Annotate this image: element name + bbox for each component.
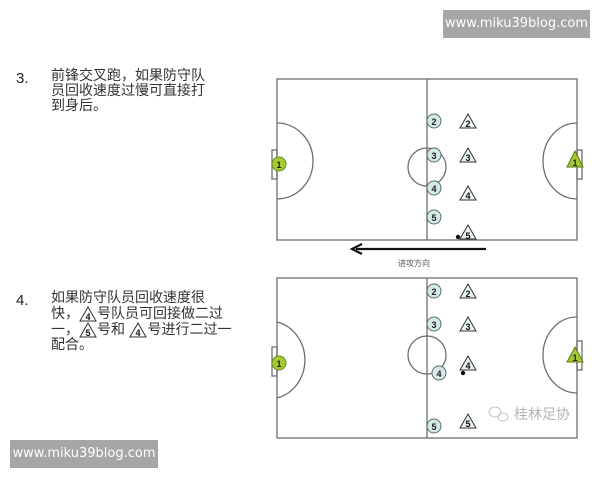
svg-text:3: 3 [431,151,436,161]
svg-text:2: 2 [431,287,436,297]
triangle-player-5: 5 [459,223,477,241]
attack-direction-arrow [349,243,486,255]
step-3-number: 3. [16,70,29,87]
ball [455,234,461,240]
circle-player-3: 3 [426,316,442,332]
attack-direction-label: 进攻方向 [398,259,430,268]
svg-text:1: 1 [276,359,281,369]
step-4-line-4: 配合。 [51,337,93,353]
site-watermark-bottom: www.miku39blog.com [10,440,158,468]
wechat-account-watermark: 桂林足协 [514,407,570,423]
circle-player-3: 3 [426,147,442,163]
svg-text:3: 3 [431,320,436,330]
svg-text:3: 3 [465,322,470,332]
svg-text:2: 2 [431,117,436,127]
svg-text:2: 2 [465,119,470,129]
svg-text:1: 1 [572,158,577,168]
goalkeeper-circle-player: 1 [271,156,287,172]
svg-text:4: 4 [136,328,141,338]
circle-player-5: 5 [426,209,442,225]
step-3-line-3: 到身后。 [51,98,107,114]
triangle-player-2: 2 [459,282,477,299]
ball [460,370,466,376]
step-4-line-1: 如果防守队员回收速度很 [51,290,205,306]
triangle-player-4-icon: 4 [129,321,148,338]
triangle-player-5: 5 [459,412,477,429]
svg-text:4: 4 [436,369,441,379]
goalkeeper-triangle-player: 1 [566,149,584,168]
site-watermark-top: www.miku39blog.com [443,10,590,38]
circle-player-4: 4 [431,365,447,381]
tactic-diagram-top: 1 1 2 3 4 5 2 3 4 5 [271,78,584,255]
svg-text:4: 4 [465,361,470,371]
triangle-player-5-icon: 5 [79,321,97,338]
triangle-player-4-icon: 4 [79,305,97,322]
circle-player-2: 2 [426,283,442,299]
center-circle [407,335,447,375]
goalkeeper-circle-player: 1 [271,355,287,371]
left-penalty-arc [276,122,314,200]
svg-text:4: 4 [85,312,90,322]
step-3-text: 前锋交叉跑，如果防守队 员回收速度过慢可直接打 到身后。 [51,69,236,114]
svg-text:3: 3 [465,153,470,163]
step-3-line-2: 员回收速度过慢可直接打 [51,83,205,99]
triangle-player-4: 4 [459,354,477,371]
step-3-line-1: 前锋交叉跑，如果防守队 [51,68,205,84]
right-penalty-arc [542,316,578,394]
triangle-player-3: 3 [459,315,477,332]
circle-player-5: 5 [426,418,442,434]
svg-text:1: 1 [572,353,577,363]
svg-text:5: 5 [85,328,90,338]
svg-text:5: 5 [465,231,470,241]
svg-text:5: 5 [431,213,436,223]
triangle-player-2: 2 [459,112,477,129]
svg-text:4: 4 [465,191,470,201]
circle-player-4: 4 [426,180,442,196]
step-4-number: 4. [16,292,29,309]
wechat-icon [488,406,509,422]
triangle-player-4: 4 [459,184,477,201]
triangle-player-3: 3 [459,146,477,163]
right-penalty-arc [542,122,578,200]
left-penalty-arc [276,321,306,399]
svg-text:2: 2 [465,289,470,299]
svg-text:1: 1 [276,160,281,170]
svg-text:5: 5 [431,422,436,432]
goalkeeper-triangle-player: 1 [566,345,584,363]
svg-text:5: 5 [465,419,470,429]
circle-player-2: 2 [426,113,442,129]
tactic-diagram-bottom: 1 1 2 3 4 5 2 3 4 5 [271,277,584,439]
svg-text:4: 4 [431,184,436,194]
